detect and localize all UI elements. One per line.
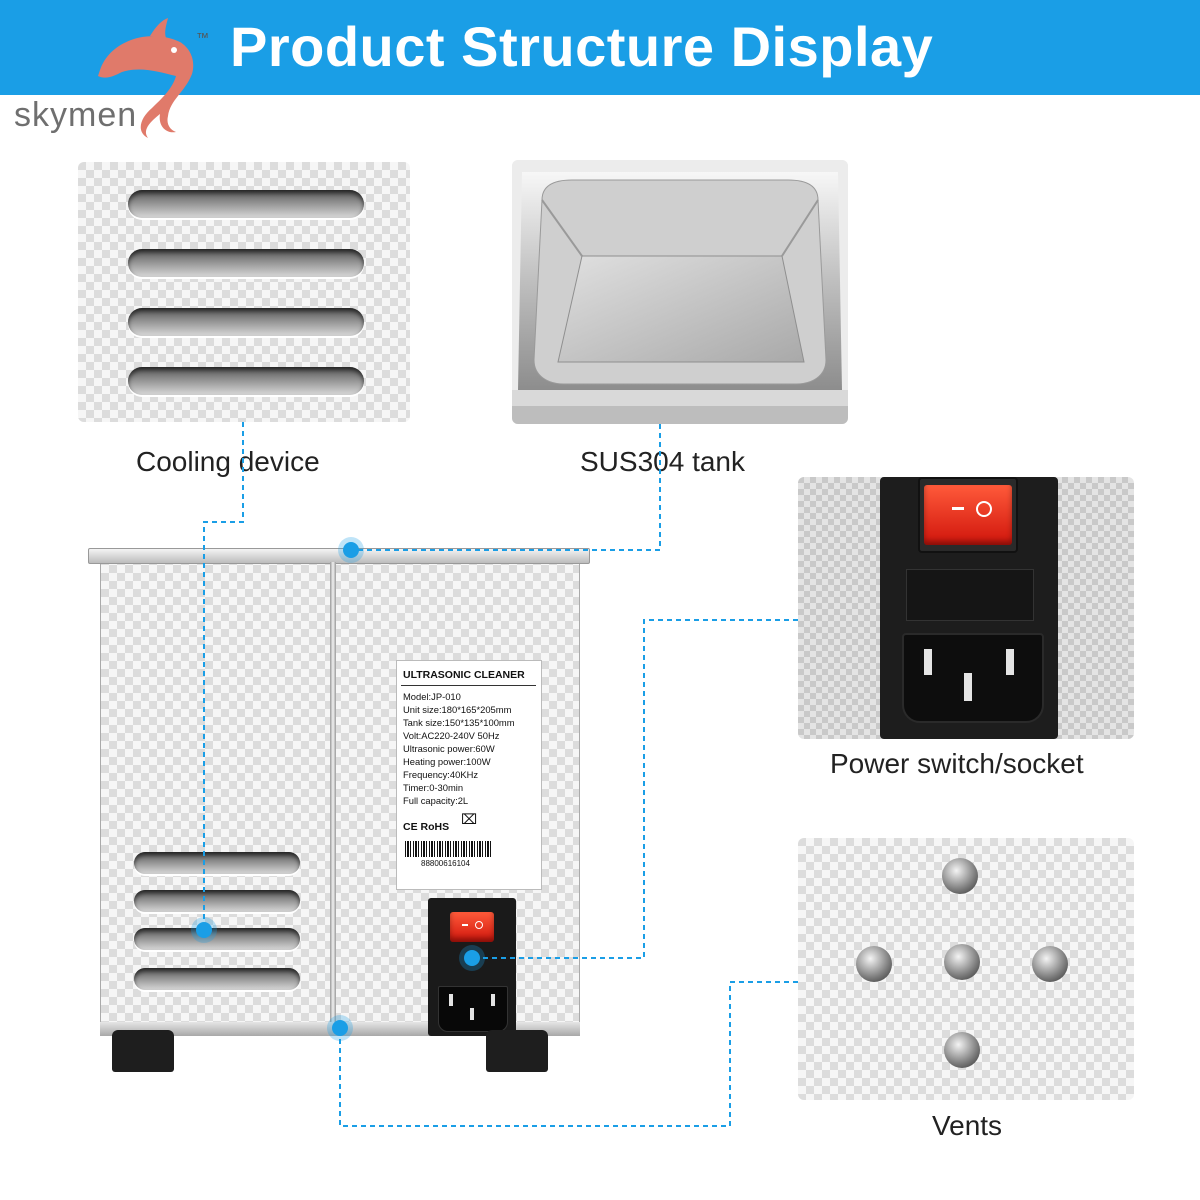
on-symbol bbox=[475, 921, 483, 929]
vents-image bbox=[798, 838, 1134, 1100]
vent-hole bbox=[856, 946, 892, 982]
side-vent-slot bbox=[134, 890, 300, 912]
connector-tank bbox=[352, 424, 661, 551]
label-title: ULTRASONIC CLEANER bbox=[403, 669, 525, 681]
label-spec: Frequency:40KHz bbox=[403, 769, 479, 780]
vent-hole bbox=[942, 858, 978, 894]
body-seam bbox=[330, 562, 336, 1030]
connector-cooling bbox=[203, 422, 244, 930]
callout-dot-cooling bbox=[196, 922, 212, 938]
side-vent-slot bbox=[134, 928, 300, 950]
vent-hole bbox=[1032, 946, 1068, 982]
caption-sus304-tank: SUS304 tank bbox=[580, 446, 745, 477]
spec-label: ULTRASONIC CLEANER Model:JP-010 Unit siz… bbox=[396, 660, 542, 890]
tank-image bbox=[512, 160, 848, 424]
caption-power-switch: Power switch/socket bbox=[830, 748, 1084, 779]
callout-dot-tank bbox=[343, 542, 359, 558]
front-power-switch[interactable] bbox=[450, 912, 494, 942]
page-title: Product Structure Display bbox=[230, 15, 934, 78]
label-spec: Timer:0-30min bbox=[403, 782, 464, 793]
connector-power bbox=[472, 619, 798, 959]
fuse-drawer bbox=[906, 569, 1034, 621]
side-vent-slot bbox=[134, 852, 300, 874]
on-symbol bbox=[976, 501, 992, 517]
socket-pin bbox=[1006, 649, 1014, 675]
trademark-symbol: ™ bbox=[196, 30, 209, 45]
brand-logo bbox=[0, 0, 215, 150]
header-bar bbox=[0, 0, 1200, 95]
socket-pin bbox=[924, 649, 932, 675]
cooling-device-image bbox=[78, 162, 410, 422]
socket-pin bbox=[964, 673, 972, 701]
power-switch[interactable] bbox=[924, 485, 1012, 545]
label-divider bbox=[401, 685, 536, 686]
side-vent-slot bbox=[134, 968, 300, 990]
cooling-slot bbox=[128, 367, 364, 395]
label-spec: Unit size:180*165*205mm bbox=[403, 704, 512, 715]
label-spec: Ultrasonic power:60W bbox=[403, 743, 495, 754]
label-spec: Volt:AC220-240V 50Hz bbox=[403, 730, 500, 741]
tank-illustration bbox=[512, 160, 848, 424]
power-switch-image bbox=[798, 477, 1134, 739]
connector-vents bbox=[339, 981, 798, 1127]
front-socket-pin bbox=[449, 994, 453, 1006]
cooling-slot bbox=[128, 308, 364, 336]
brand-name: skymen bbox=[14, 96, 138, 134]
label-spec: Model:JP-010 bbox=[403, 691, 461, 702]
front-socket-pin bbox=[470, 1008, 474, 1020]
callout-dot-power bbox=[464, 950, 480, 966]
barcode bbox=[405, 841, 491, 857]
iec-inlet bbox=[902, 633, 1044, 723]
cooling-slot bbox=[128, 190, 364, 218]
off-symbol bbox=[462, 924, 468, 926]
label-spec: Tank size:150*135*100mm bbox=[403, 717, 515, 728]
label-spec: Full capacity:2L bbox=[403, 795, 469, 806]
weee-bin-icon: ⌧ bbox=[461, 811, 478, 827]
callout-dot-vents bbox=[332, 1020, 348, 1036]
caption-cooling-device: Cooling device bbox=[136, 446, 320, 477]
cooling-slot bbox=[128, 249, 364, 277]
certification-marks: CE RoHS bbox=[403, 821, 450, 833]
barcode-number: 88800616104 bbox=[421, 859, 470, 868]
front-socket-pin bbox=[491, 994, 495, 1006]
vent-hole bbox=[944, 944, 980, 980]
off-symbol bbox=[952, 507, 964, 510]
foot bbox=[112, 1030, 174, 1072]
caption-vents: Vents bbox=[932, 1110, 1003, 1141]
body-lid-rim bbox=[88, 548, 590, 564]
vent-hole bbox=[944, 1032, 980, 1068]
dolphin-icon bbox=[98, 18, 194, 138]
foot bbox=[486, 1030, 548, 1072]
label-spec: Heating power:100W bbox=[403, 756, 491, 767]
